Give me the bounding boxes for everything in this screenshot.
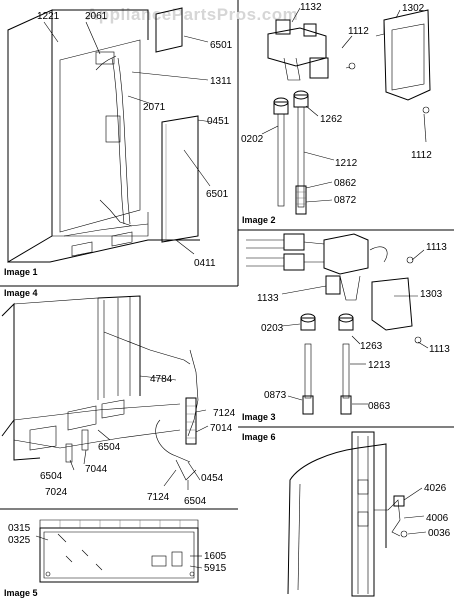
image3-part-labels: 1113 1133 1303 0203 1263 1113 1213 0873 … <box>257 242 450 412</box>
part-0872: 0872 <box>334 195 357 206</box>
part-1113: 1113 <box>426 242 447 253</box>
image6-label: Image 6 <box>242 432 276 442</box>
part-0454: 0454 <box>201 473 224 484</box>
image5-part-labels: 0315 0325 1605 5915 <box>8 523 227 574</box>
image5-label: Image 5 <box>4 588 38 598</box>
part-7024: 7024 <box>45 487 68 498</box>
part-7124: 7124 <box>213 408 236 419</box>
part-1113: 1113 <box>429 344 450 355</box>
image3-label: Image 3 <box>242 412 276 422</box>
image2-drawing <box>261 7 431 215</box>
image4-label: Image 4 <box>4 288 38 298</box>
image6-part-labels: 4026 4006 0036 <box>424 483 451 539</box>
image1-drawing <box>7 7 213 263</box>
part-1311: 1311 <box>210 76 232 87</box>
part-2071: 2071 <box>143 102 166 113</box>
image5-drawing <box>35 519 203 583</box>
watermark: AppliancePartsPros.com <box>86 5 298 24</box>
part-1212: 1212 <box>335 158 358 169</box>
part-1112: 1112 <box>411 150 432 161</box>
image3-drawing <box>246 233 429 415</box>
part-0411: 0411 <box>194 258 216 269</box>
part-4006: 4006 <box>426 513 449 524</box>
part-0202: 0202 <box>241 134 264 145</box>
part-1303: 1303 <box>420 289 443 300</box>
part-0315: 0315 <box>8 523 31 534</box>
part-1262: 1262 <box>320 114 343 125</box>
part-5915: 5915 <box>204 563 227 574</box>
image6-drawing <box>287 431 427 597</box>
part-1112: 1112 <box>348 26 369 37</box>
part-0036: 0036 <box>428 528 451 539</box>
panel-dividers <box>0 0 454 510</box>
part-0873: 0873 <box>264 390 287 401</box>
part-1213: 1213 <box>368 360 391 371</box>
part-1302: 1302 <box>402 3 425 14</box>
part-1132: 1132 <box>300 2 322 13</box>
part-7124: 7124 <box>147 492 170 503</box>
image4-drawing <box>1 295 209 490</box>
image1-label: Image 1 <box>4 267 38 277</box>
part-4026: 4026 <box>424 483 447 494</box>
part-1133: 1133 <box>257 293 279 304</box>
part-4784: 4784 <box>150 374 173 385</box>
part-7014: 7014 <box>210 423 233 434</box>
part-6501: 6501 <box>206 189 229 200</box>
part-1263: 1263 <box>360 341 383 352</box>
part-0862: 0862 <box>334 178 357 189</box>
part-0325: 0325 <box>8 535 31 546</box>
image4-part-labels: 4784 7124 6504 7014 6504 7044 0454 7024 … <box>40 374 236 507</box>
image2-label: Image 2 <box>242 215 276 225</box>
part-6504: 6504 <box>40 471 63 482</box>
part-0863: 0863 <box>368 401 391 412</box>
part-0451: 0451 <box>207 116 230 127</box>
part-0203: 0203 <box>261 323 284 334</box>
image2-part-labels: 1132 1302 1112 0202 1262 1212 1112 0862 … <box>241 2 432 206</box>
part-6504: 6504 <box>184 496 207 507</box>
part-2061: 2061 <box>85 11 108 22</box>
part-1605: 1605 <box>204 551 227 562</box>
part-1221: 1221 <box>37 11 60 22</box>
part-6504: 6504 <box>98 442 121 453</box>
part-7044: 7044 <box>85 464 108 475</box>
image1-part-labels: 1221 2061 6501 1311 2071 0451 6501 0411 <box>37 11 233 269</box>
part-6501: 6501 <box>210 40 233 51</box>
